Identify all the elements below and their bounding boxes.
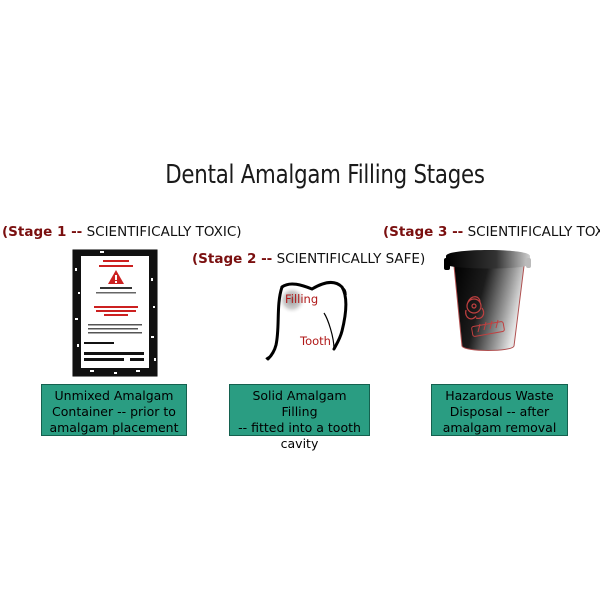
tooth-label: Tooth (300, 334, 331, 348)
tooth-with-filling-image (265, 281, 348, 361)
stage-2-caption-line-3: cavity (280, 436, 319, 451)
diagram-title: Dental Amalgam Filling Stages (165, 160, 485, 190)
stage-2-accent: (Stage 2 -- (192, 251, 273, 267)
stage-2-heading: (Stage 2 -- SCIENTIFICALLY SAFE) (192, 251, 425, 267)
stage-2-caption-line-1: Solid Amalgam Filling (252, 388, 347, 419)
stage-1-heading: (Stage 1 -- SCIENTIFICALLY TOXIC) (2, 224, 242, 240)
stage-1-accent: (Stage 1 -- (2, 224, 83, 240)
stage-1-caption-line-2: Container -- prior to (52, 404, 176, 419)
stage-3-caption: Hazardous Waste Disposal -- after amalga… (431, 384, 568, 436)
filling-label: Filling (285, 292, 319, 306)
stage-3-caption-line-2: Disposal -- after (449, 404, 550, 419)
stage-1-caption-line-1: Unmixed Amalgam (54, 388, 174, 403)
stage-3-heading: (Stage 3 -- SCIENTIFICALLY TOXIC) (383, 224, 600, 240)
stage-3-text: SCIENTIFICALLY TOXIC) (467, 224, 600, 240)
stage-1-caption: Unmixed Amalgam Container -- prior to am… (41, 384, 187, 436)
stage-1-text: SCIENTIFICALLY TOXIC) (86, 224, 242, 240)
stage-3-accent: (Stage 3 -- (383, 224, 464, 240)
stage-3-caption-line-3: amalgam removal (442, 420, 557, 435)
stage-1-caption-line-3: amalgam placement (49, 420, 179, 435)
amalgam-container-image (72, 249, 158, 377)
stage-3-caption-line-1: Hazardous Waste (445, 388, 554, 403)
stage-2-caption-line-2: -- fitted into a tooth (238, 420, 361, 435)
hazardous-waste-bin-image (444, 250, 531, 351)
stage-2-text: SCIENTIFICALLY SAFE) (276, 251, 426, 267)
stage-2-caption: Solid Amalgam Filling -- fitted into a t… (229, 384, 370, 451)
